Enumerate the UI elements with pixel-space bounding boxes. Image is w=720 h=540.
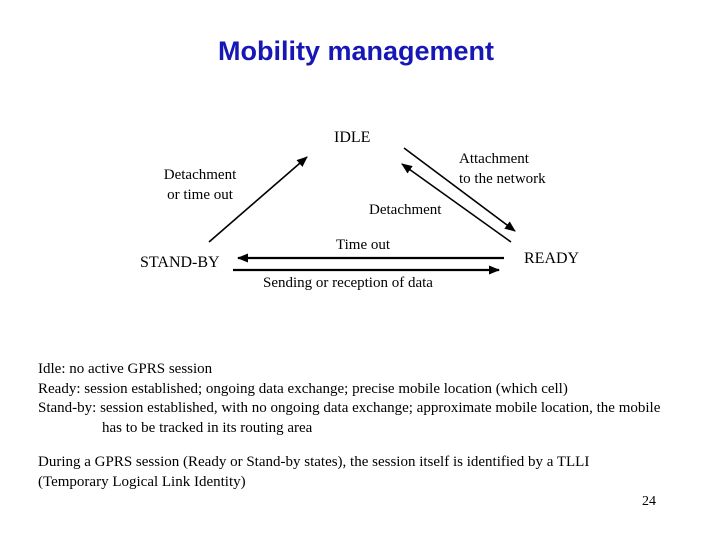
- note-standby: Stand-by: session established, with no o…: [38, 400, 661, 417]
- page-number: 24: [642, 494, 656, 509]
- label-timeout: Time out: [336, 237, 391, 253]
- label-detachment-or-timeout: Detachment or time out: [150, 165, 250, 205]
- state-ready: READY: [524, 250, 580, 267]
- label-detachment: Detachment: [369, 202, 442, 218]
- tlli-note-line1: During a GPRS session (Ready or Stand-by…: [38, 454, 590, 470]
- note-standby-continued: has to be tracked in its routing area: [102, 420, 313, 437]
- tlli-note: During a GPRS session (Ready or Stand-by…: [38, 453, 589, 493]
- label-attachment-line2: to the network: [459, 171, 546, 187]
- arrow-idle-to-ready: [403, 147, 516, 232]
- arrow-standby-to-idle: [208, 156, 308, 243]
- note-idle: Idle: no active GPRS session: [38, 361, 213, 377]
- note-ready: Ready: session established; ongoing data…: [38, 380, 568, 397]
- label-sending-or-reception: Sending or reception of data: [263, 275, 433, 291]
- label-attachment: Attachment to the network: [459, 149, 546, 189]
- state-idle: IDLE: [334, 129, 371, 146]
- state-definitions: Idle: no active GPRS session Ready: sess…: [38, 360, 660, 439]
- tlli-note-line2: (Temporary Logical Link Identity): [38, 473, 246, 490]
- label-detachment-or-timeout-line2: or time out: [167, 187, 233, 203]
- label-attachment-line1: Attachment: [459, 151, 529, 167]
- state-standby: STAND-BY: [140, 254, 220, 271]
- slide-title: Mobility management: [217, 36, 495, 66]
- label-detachment-or-timeout-line1: Detachment: [163, 167, 237, 183]
- arrow-ready-to-idle: [401, 163, 512, 243]
